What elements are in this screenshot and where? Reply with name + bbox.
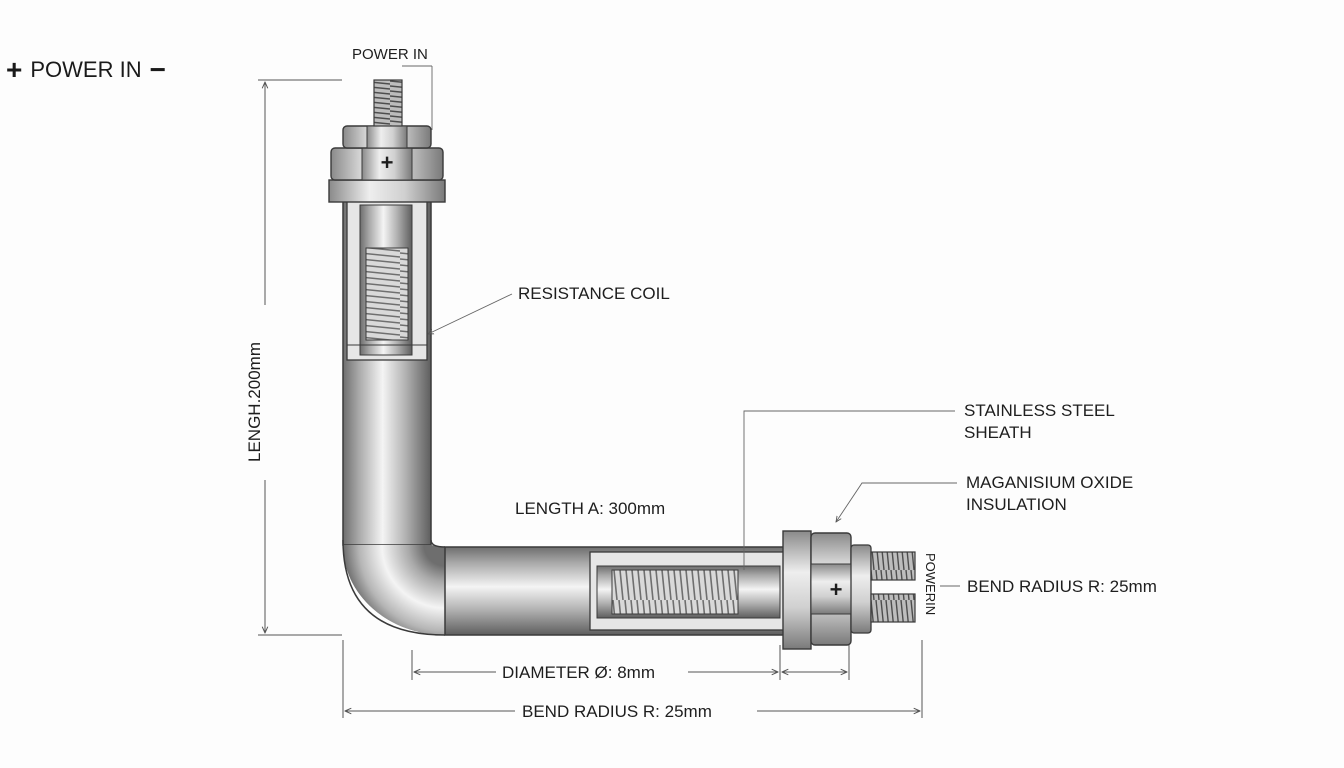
vertical-length-label: LENGH.200mm (245, 342, 264, 462)
bend-radius-dimension: BEND RADIUS R: 25mm (342, 640, 923, 721)
insulation-label-line1: MAGANISIUM OXIDE (966, 473, 1133, 492)
power-in-title: POWER IN (30, 57, 142, 82)
resistance-coil-callout: RESISTANCE COIL (428, 284, 670, 334)
right-polarity-sign: + (830, 577, 843, 602)
diameter-label: DIAMETER Ø: 8mm (502, 663, 655, 682)
resistance-coil-horizontal (611, 569, 739, 615)
vertical-length-dimension: LENGH.200mm (245, 79, 342, 636)
bend-radius-bottom-label: BEND RADIUS R: 25mm (522, 702, 712, 721)
right-threaded-stud-2 (870, 593, 916, 623)
sheath-label-line2: SHEATH (964, 423, 1032, 442)
vertical-cutaway (346, 199, 428, 361)
plus-sign: + (6, 54, 23, 85)
right-bend-radius-callout: BEND RADIUS R: 25mm (940, 577, 1157, 596)
right-nut-upper (850, 544, 872, 634)
length-a-label: LENGTH A: 300mm (515, 499, 665, 518)
top-power-in-label: POWER IN (352, 46, 428, 63)
power-in-header: + POWER IN − (6, 56, 166, 84)
top-terminal: + (328, 79, 446, 203)
resistance-coil-vertical (365, 247, 409, 341)
right-washer (782, 530, 812, 650)
diameter-dimension: DIAMETER Ø: 8mm (411, 645, 850, 682)
top-threaded-stud (373, 79, 403, 127)
right-threaded-stud-1 (870, 551, 916, 581)
right-power-in-label: POWERIN (923, 553, 938, 615)
horizontal-cutaway (589, 551, 786, 631)
right-terminal: + (782, 530, 916, 650)
top-washer (328, 179, 446, 203)
insulation-callout: MAGANISIUM OXIDE INSULATION (836, 473, 1133, 522)
sheath-callout: STAINLESS STEEL SHEATH (743, 401, 1115, 570)
top-polarity-sign: + (381, 150, 394, 175)
right-bend-radius-label: BEND RADIUS R: 25mm (967, 577, 1157, 596)
top-power-in-callout: POWER IN (352, 46, 433, 130)
resistance-coil-label: RESISTANCE COIL (518, 284, 670, 303)
insulation-label-line2: INSULATION (966, 495, 1067, 514)
sheath-label-line1: STAINLESS STEEL (964, 401, 1115, 420)
minus-sign: − (149, 54, 166, 85)
